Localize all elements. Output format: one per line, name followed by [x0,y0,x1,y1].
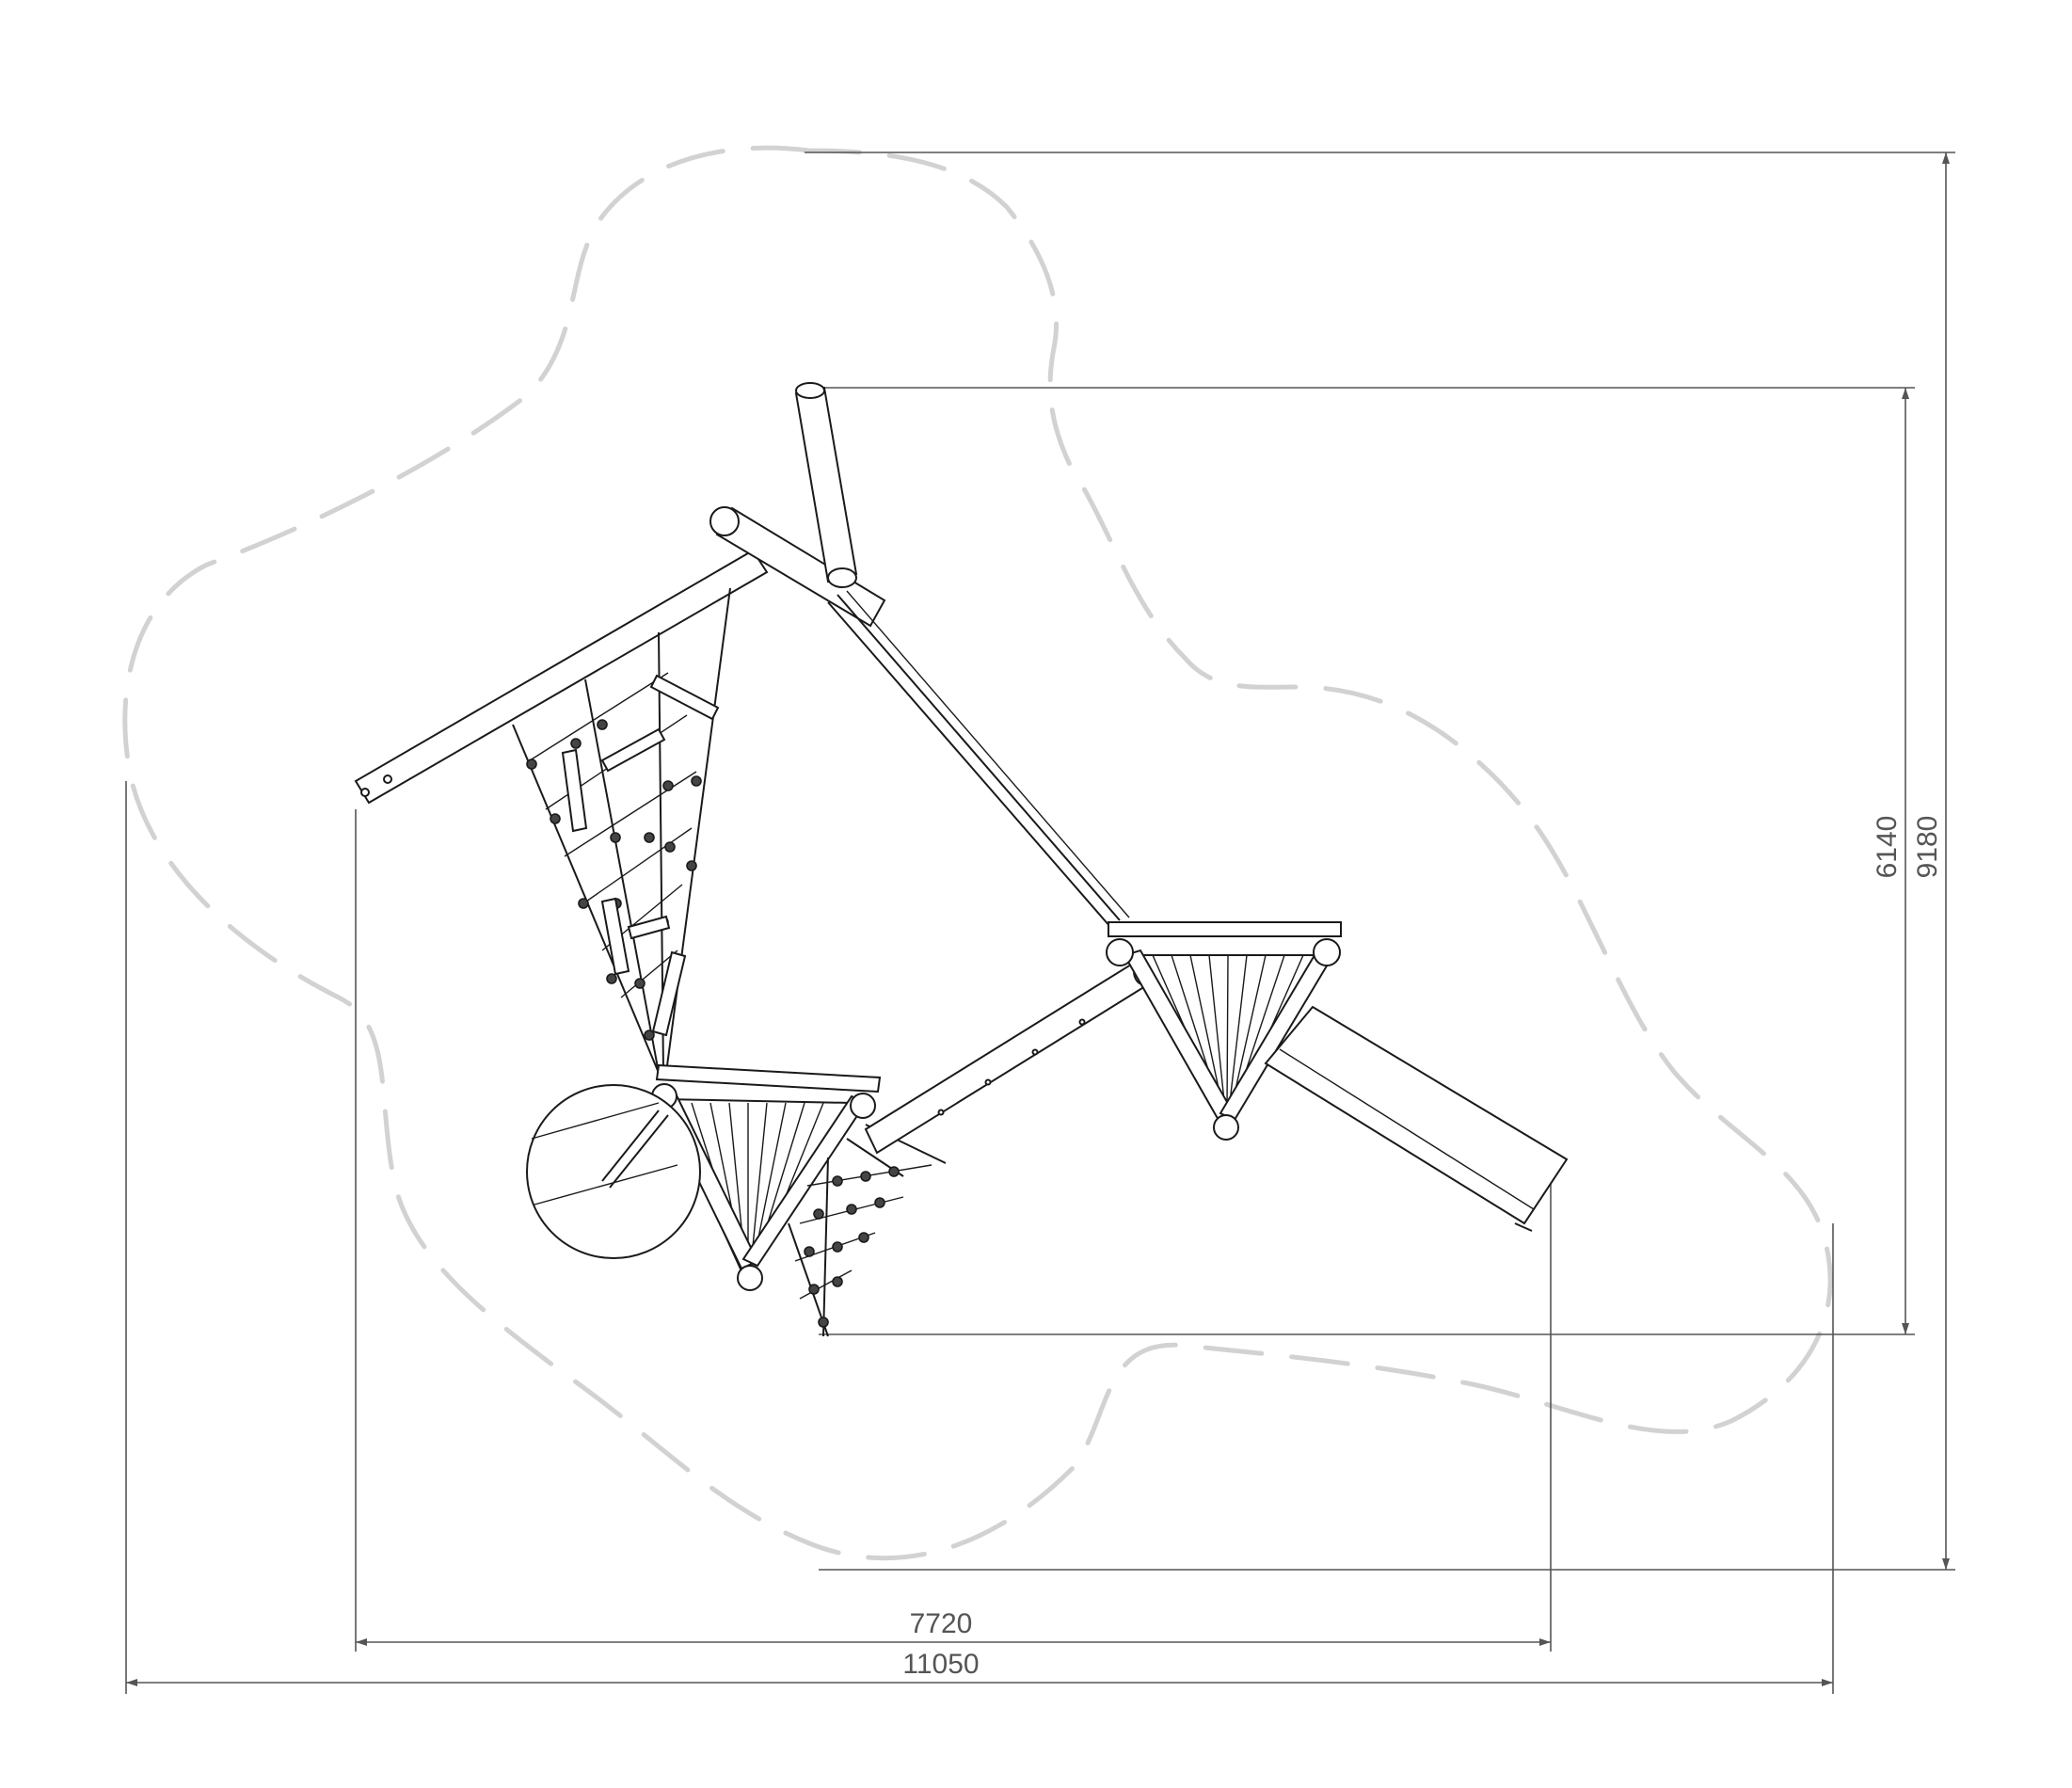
diagonal-beam-left [354,549,769,805]
dimension-width-inner: 7720 [355,809,1552,1652]
dimension-label-11050: 11050 [902,1649,979,1680]
rope-net-left [512,587,731,1074]
platform-left [651,1063,882,1291]
cargo-net-lower [788,1124,947,1337]
platform-right [1106,921,1342,1141]
bridge-beam [864,957,1154,1155]
dimension-label-6140: 6140 [1872,816,1903,879]
ropes-diagonal [827,590,1130,928]
dimension-label-9180: 9180 [1912,816,1943,879]
dimension-width-outer: 11050 [125,781,1834,1694]
dimension-height-inner: 6140 [819,387,1915,1335]
slide [1264,1005,1569,1232]
dimension-height-outer: 9180 [805,152,1955,1571]
ladder-rungs [561,674,720,1037]
log-post-top [794,382,858,588]
detail-circle [526,1084,701,1259]
safety-zone-outline [122,145,1833,1561]
dimension-label-7720: 7720 [910,1608,973,1639]
